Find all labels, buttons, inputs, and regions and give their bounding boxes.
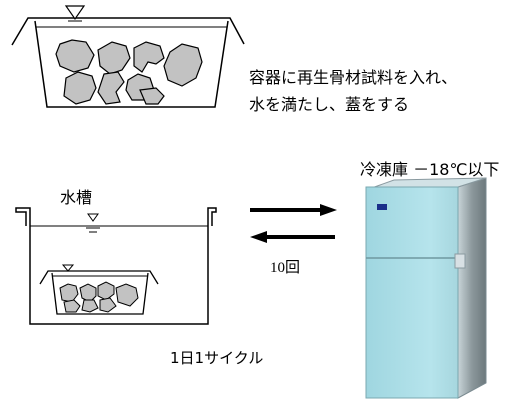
arrow-left-icon xyxy=(250,231,335,243)
freezer-label: 冷凍庫 －18℃以下 xyxy=(360,160,500,179)
step-description-line2: 水を満たし、蓋をする xyxy=(249,95,410,114)
cycle-count-label: 10回 xyxy=(270,260,301,276)
step-description-line1: 容器に再生骨材試料を入れ、 xyxy=(249,68,458,87)
refrigerator-icon xyxy=(365,177,487,399)
sample-container-in-tank xyxy=(39,264,159,315)
arrow-right-icon xyxy=(250,204,337,216)
water-tank-label: 水槽 xyxy=(60,188,93,207)
tank-water-level-icon xyxy=(86,213,100,233)
water-level-triangle-icon xyxy=(64,5,86,22)
water-tank xyxy=(15,207,217,325)
fridge-badge xyxy=(377,204,387,210)
sample-container-top xyxy=(11,5,245,108)
aggregate-stones-top xyxy=(55,39,203,105)
daily-cycle-label: 1日1サイクル xyxy=(170,349,264,367)
